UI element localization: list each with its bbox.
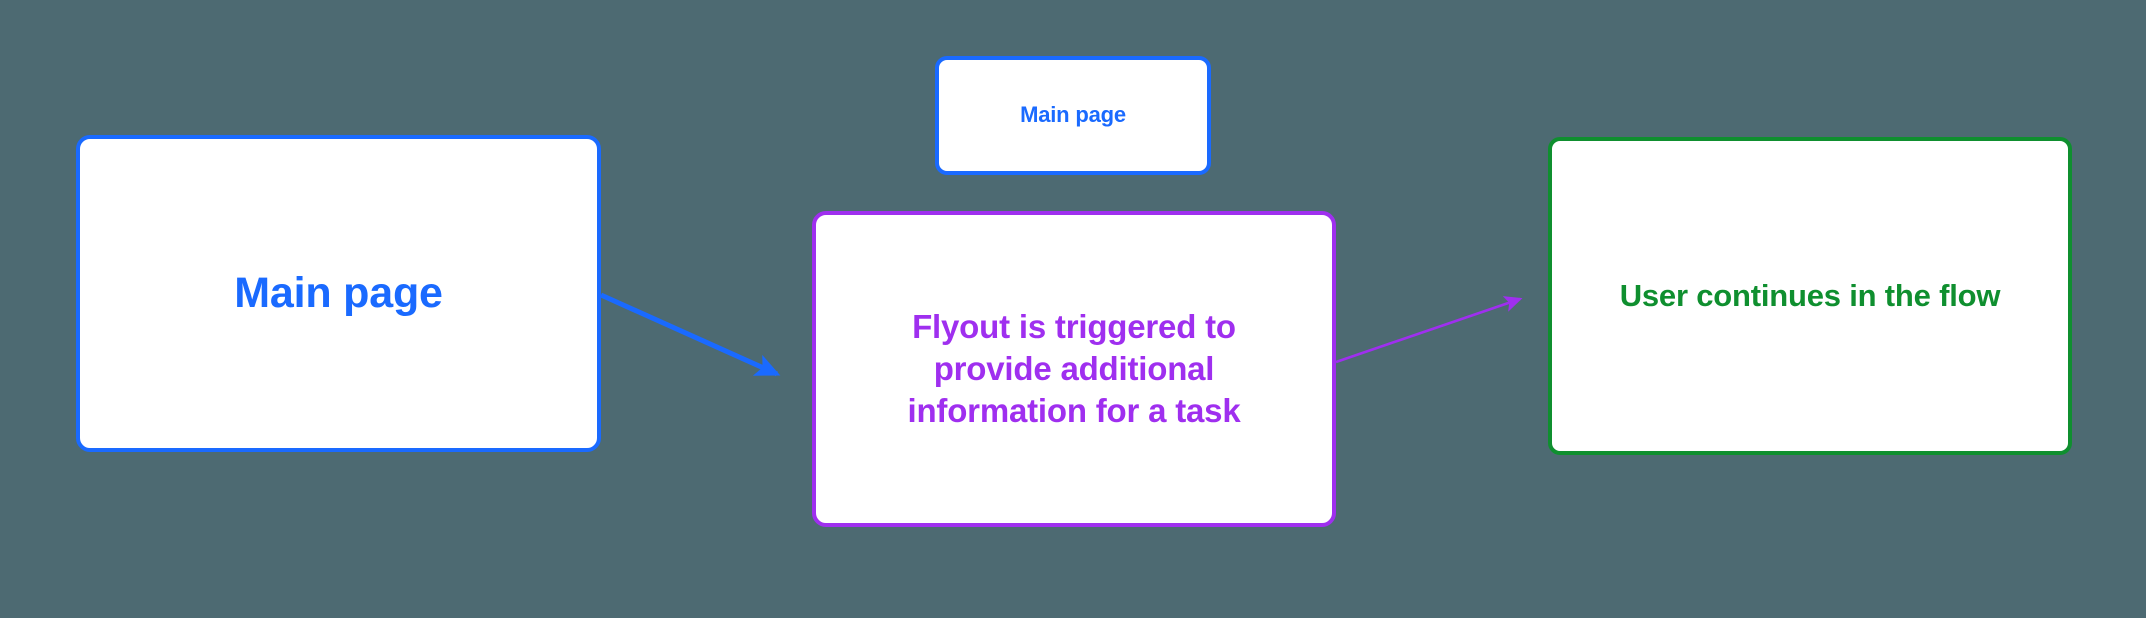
- node-main-page[interactable]: Main page: [76, 135, 601, 452]
- node-user-continues[interactable]: User continues in the flow: [1548, 137, 2072, 455]
- node-main-page-small[interactable]: Main page: [935, 56, 1211, 175]
- node-main-page-small-label: Main page: [1020, 102, 1126, 128]
- node-flyout-label: Flyout is triggered to provide additiona…: [907, 307, 1241, 430]
- node-flyout[interactable]: Flyout is triggered to provide additiona…: [812, 211, 1336, 527]
- node-main-page-label: Main page: [234, 269, 443, 318]
- connector-line-purple: [1335, 296, 1523, 364]
- connector-line-blue: [599, 292, 781, 377]
- node-user-continues-label: User continues in the flow: [1619, 278, 2001, 314]
